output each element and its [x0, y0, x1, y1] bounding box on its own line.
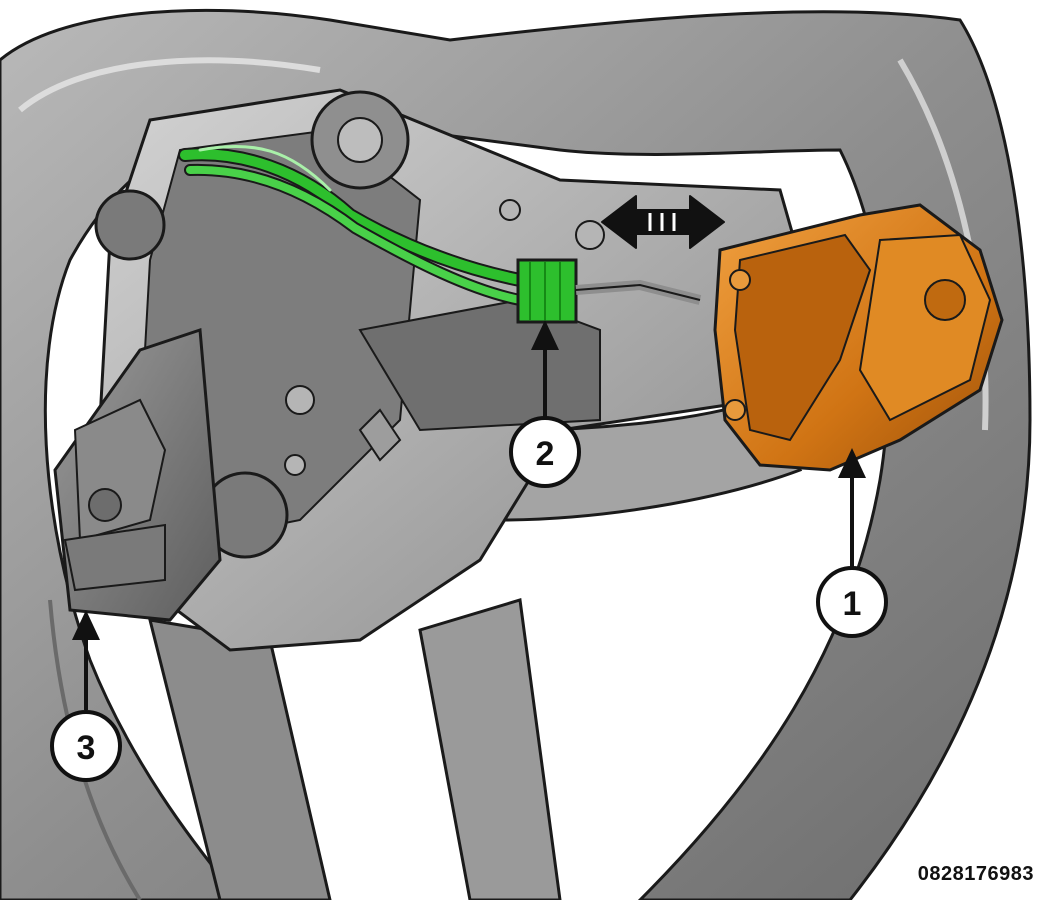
wire-connector [516, 258, 702, 324]
callout-3-circle [50, 710, 122, 782]
wiring-harness [178, 144, 527, 306]
wheel-spokes [147, 398, 803, 900]
direction-arrow [601, 195, 725, 249]
left-switch-module [53, 327, 222, 622]
callout-3: 3 [50, 610, 122, 782]
right-switch-module [713, 203, 1004, 472]
callout-2: 2 [509, 320, 581, 488]
callout-2-circle [509, 416, 581, 488]
callout-1-label: 1 [843, 585, 862, 623]
callout-2-label: 2 [536, 435, 555, 473]
callout-3-label: 3 [77, 729, 96, 767]
figure-id-label: 0828176983 [917, 863, 1034, 885]
callout-1-circle [816, 566, 888, 638]
callout-1: 1 [816, 448, 888, 638]
